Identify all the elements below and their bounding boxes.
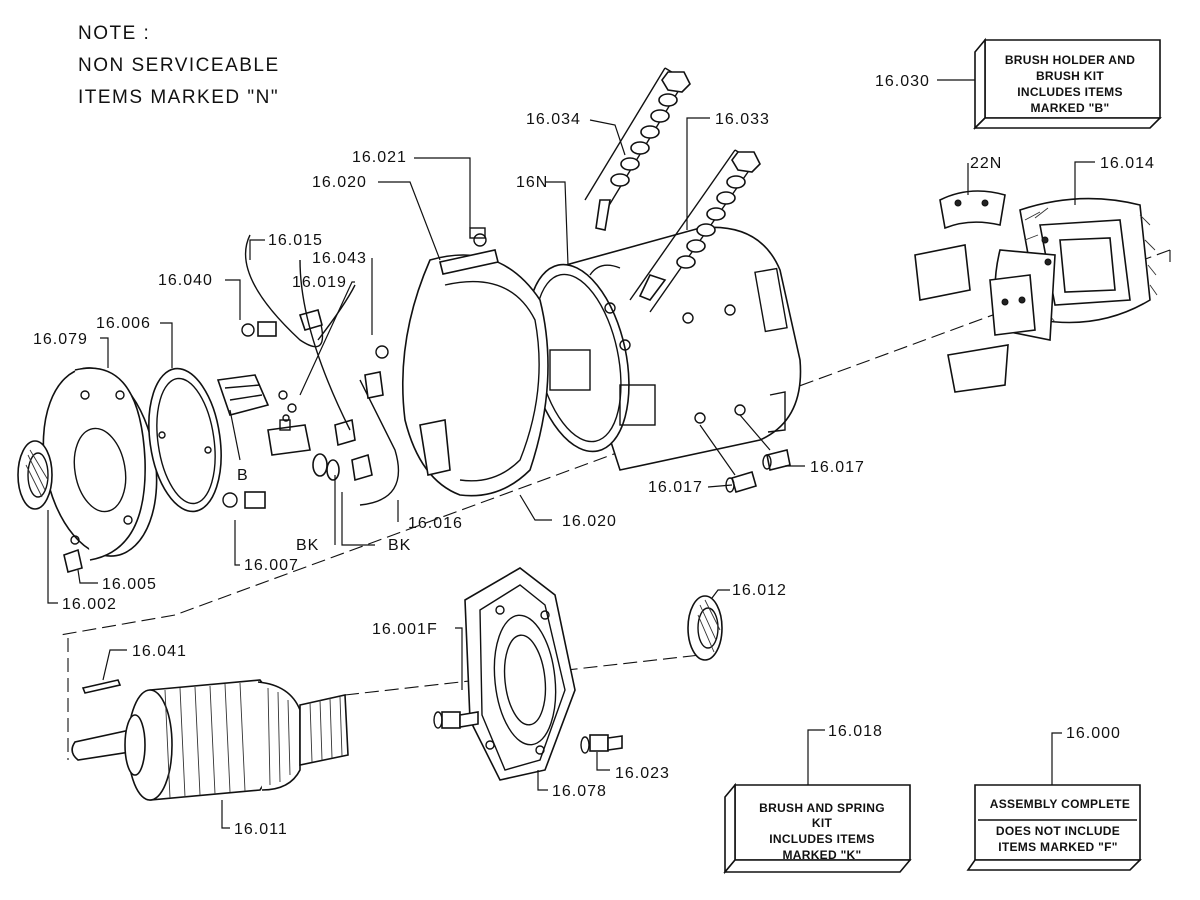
brush-holder-kit-box: BRUSH HOLDER AND BRUSH KIT INCLUDES ITEM… (973, 37, 1162, 130)
brush-holder-kit-line4: MARKED "B" (1030, 101, 1109, 115)
label-16-002: 16.002 (62, 596, 117, 613)
brush-spring-kit-line2: KIT (812, 816, 833, 830)
assembly-complete-line2: DOES NOT INCLUDE (996, 824, 1120, 838)
label-16-023: 16.023 (615, 765, 670, 782)
terminal-stud-16034 (584, 67, 691, 231)
frame-housing (526, 226, 802, 471)
note-block: NOTE : NON SERVICEABLE ITEMS MARKED "N" (78, 18, 280, 114)
bearing-right (687, 595, 723, 661)
gasket (148, 367, 222, 513)
screws-drive-end (433, 711, 623, 754)
part-labels: 16.030 16.034 16.033 22N 16.014 16.021 1… (33, 73, 1155, 838)
label-b: B (237, 467, 249, 484)
brush-spring-kit-line3: INCLUDES ITEMS (769, 832, 875, 846)
assembly-complete-line3: ITEMS MARKED "F" (998, 840, 1118, 854)
assembly-complete-box: ASSEMBLY COMPLETE DOES NOT INCLUDE ITEMS… (966, 784, 1142, 871)
label-bk-right: BK (388, 537, 411, 554)
note-line-items-marked: ITEMS MARKED "N" (78, 87, 280, 108)
key-pin (81, 679, 122, 694)
label-16-078: 16.078 (552, 783, 607, 800)
label-16-079: 16.079 (33, 331, 88, 348)
label-16-033: 16.033 (715, 111, 770, 128)
screws-left-group (63, 321, 791, 573)
label-16-020-top: 16.020 (312, 174, 367, 191)
armature (71, 679, 349, 801)
label-16n: 16N (516, 174, 548, 191)
band-cover (401, 227, 549, 497)
label-16-040: 16.040 (158, 272, 213, 289)
brush-holder-parts (216, 234, 400, 506)
label-16-016: 16.016 (408, 515, 463, 532)
drive-end-housing (464, 567, 576, 781)
label-16-019: 16.019 (292, 274, 347, 291)
label-16-011: 16.011 (234, 821, 288, 838)
label-16-020-bottom: 16.020 (562, 513, 617, 530)
label-16-015: 16.015 (268, 232, 323, 249)
field-coil-assembly (914, 190, 1158, 393)
note-title: NOTE : (78, 23, 151, 44)
bearing-left (17, 440, 53, 510)
label-16-034: 16.034 (526, 111, 581, 128)
label-16-006: 16.006 (96, 315, 151, 332)
brush-spring-kit-box: BRUSH AND SPRING KIT INCLUDES ITEMS MARK… (723, 782, 912, 875)
label-16-007: 16.007 (244, 557, 299, 574)
label-16-021: 16.021 (352, 149, 407, 166)
terminal-stud-16033 (629, 149, 761, 313)
label-16-017-right: 16.017 (810, 459, 865, 476)
brush-holder-kit-line2: BRUSH KIT (1036, 69, 1104, 83)
brush-spring-kit-line4: MARKED "K" (782, 848, 861, 862)
label-16-001f: 16.001F (372, 621, 438, 638)
label-16-005: 16.005 (102, 576, 157, 593)
brush-holder-kit-line3: INCLUDES ITEMS (1017, 85, 1123, 99)
end-housing (42, 367, 158, 561)
label-16-041: 16.041 (132, 643, 187, 660)
label-16-000: 16.000 (1066, 725, 1121, 742)
label-16-018: 16.018 (828, 723, 883, 740)
label-16-012: 16.012 (732, 582, 787, 599)
leader-lines (47, 79, 1095, 829)
brush-spring-kit-line1: BRUSH AND SPRING (759, 801, 885, 815)
label-22n: 22N (970, 155, 1002, 172)
label-16-043: 16.043 (312, 250, 367, 267)
label-bk-left: BK (296, 537, 319, 554)
label-16-017-left: 16.017 (648, 479, 703, 496)
brush-holder-kit-line1: BRUSH HOLDER AND (1005, 53, 1135, 67)
label-16-030: 16.030 (875, 73, 930, 90)
note-line-non-serviceable: NON SERVICEABLE (78, 55, 280, 76)
label-16-014: 16.014 (1100, 155, 1155, 172)
assembly-complete-line1: ASSEMBLY COMPLETE (990, 797, 1130, 811)
